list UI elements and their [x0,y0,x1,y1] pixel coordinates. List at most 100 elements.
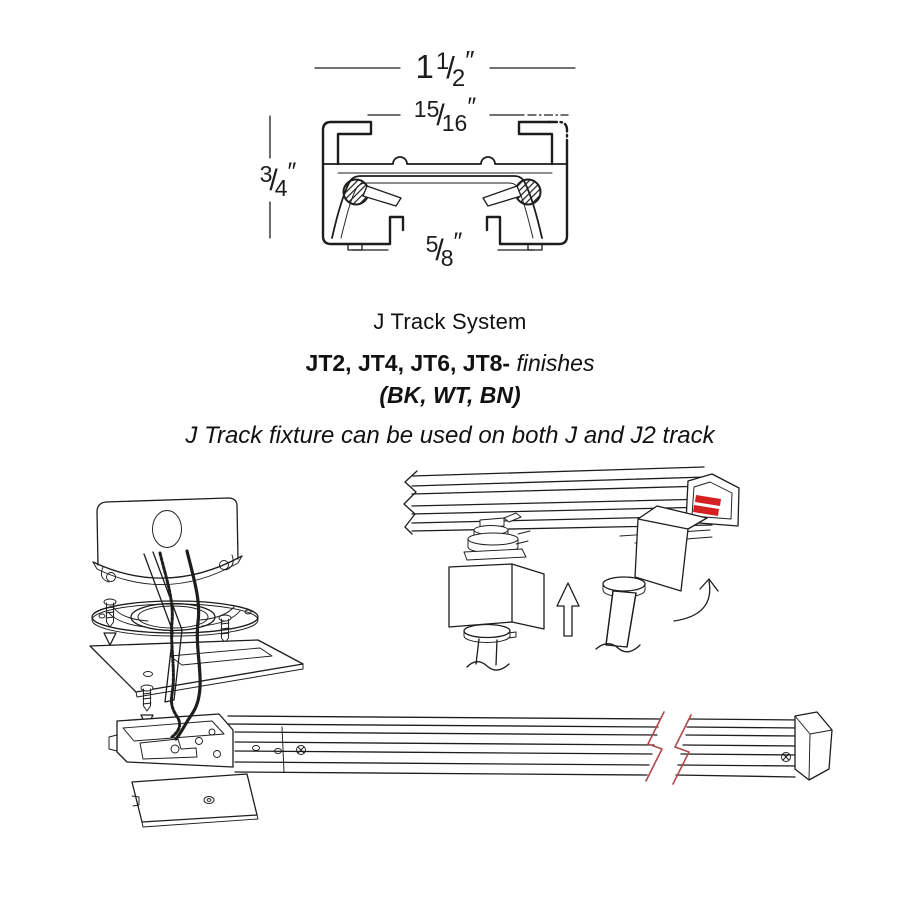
dim-den: 2 [452,65,465,92]
live-end-connector [108,713,234,768]
title-block: J Track System JT2, JT4, JT6, JT8- finis… [0,309,900,450]
rail-extrusion-lines [227,715,802,778]
break-line [672,714,692,785]
adapter-stem [605,590,637,648]
track-break-left [403,470,418,535]
dim-slash: / [435,234,444,267]
terminal-screw [170,744,180,754]
crossbar-plate-thickness [91,603,259,637]
dim-den: 4 [275,175,288,201]
live-end-opening [122,720,225,742]
rail-hole [252,745,260,751]
cover-plate-outline [131,773,258,823]
model-numbers: JT2, JT4, JT6, JT8- [305,350,511,376]
crossbar-slots [107,606,241,628]
adapter-stem-break [466,661,510,671]
rail-break-symbol [645,711,692,785]
crossbar-hole-left [98,613,106,619]
dim-num: 15 [414,96,440,122]
crossbar-plate [91,600,259,634]
screw-head [103,598,117,606]
cover-plate-thickness [141,814,259,828]
break-line [645,711,665,782]
rotate-arrow-arc [673,580,711,622]
cover-plate-notch [131,795,140,807]
track-end-channels [691,481,733,520]
dim-height: 3/4″ [260,115,297,239]
profile-divider [322,156,568,165]
supply-wires [158,549,202,741]
junction-box-body [96,497,239,566]
end-cap-edges [794,715,833,781]
adapter-body [634,505,708,592]
adapter-stem-break [595,643,641,653]
junction-box [92,497,243,586]
profile-left [321,120,405,246]
dim-unit: ″ [288,158,297,186]
rail-end-cap [781,711,833,781]
contact-finger-left [362,185,402,207]
live-end-tab [108,734,118,752]
screw-shaft [220,618,230,644]
adapter-contact-disc-large [467,532,519,546]
terminal-screw [213,750,221,758]
adapter-neck [463,548,527,561]
dim-den: 8 [441,245,454,271]
up-arrow-icon [556,582,580,637]
track-adapter-right [595,505,708,653]
screw-head [140,684,154,692]
dim-slash: / [436,99,445,132]
dim-unit: ″ [467,93,476,121]
rail-screw [296,745,306,755]
models-line: JT2, JT4, JT6, JT8- finishes [0,350,900,377]
crossbar-hole-right [244,609,252,615]
conductor-bar-lower [693,505,719,516]
down-arrow-icon [103,632,117,646]
box-ear-screw-left [106,572,116,582]
track-rail [227,715,802,778]
adapter-body-edge [637,518,689,530]
mounting-crossbar [91,600,259,637]
end-cover-plate [131,773,259,828]
canopy-thickness [135,663,304,698]
track-extrusion-lines [411,466,713,532]
black-wire [174,549,202,741]
track-adapter-left [448,512,545,671]
finish-codes: (BK, WT, BN) [379,382,521,408]
dim-slash: / [446,50,455,85]
track-segment-detail [403,466,740,544]
live-end-body [116,713,234,768]
box-ear-screw-right [219,560,229,570]
adapter-contact-pins [515,530,531,545]
box-ear-tabs [101,554,234,583]
dim-unit: ″ [454,228,463,256]
cover-plate-hole [203,796,215,804]
rail-screw-cross [297,746,305,754]
dim-top-opening-label: 15/16″ [414,93,477,136]
cover-plate-hole-inner [206,798,212,802]
end-cap-screw [781,752,791,762]
dim-bottom-opening-label: 5/8″ [426,228,463,271]
terminal-screw [208,728,216,736]
adapter-contact-tab [503,512,522,523]
screw-head [218,614,232,622]
profile-hidden-corner [546,120,569,150]
profile-right-lip [517,120,554,166]
dim-top-opening: 15/16″ [367,93,569,136]
canopy-screw-hole [143,671,153,677]
dim-height-label: 3/4″ [260,158,297,201]
screw-shaft [142,688,152,712]
ground-wire [158,551,182,739]
system-name: J Track System [373,309,527,334]
dim-num: 3 [260,161,273,187]
finishes-label: finishes [516,350,595,376]
conductor-bar-upper [695,495,721,506]
end-cap-screw-cross [782,753,790,761]
adapter-flange [602,576,646,592]
profile-right [485,146,569,246]
adapter-flange [463,623,511,639]
compatibility-note: J Track fixture can be used on both J an… [185,422,715,449]
rail-hole [274,748,282,754]
dim-overall-width-label: 11/2″ [416,45,475,92]
end-cap-body [794,711,833,781]
